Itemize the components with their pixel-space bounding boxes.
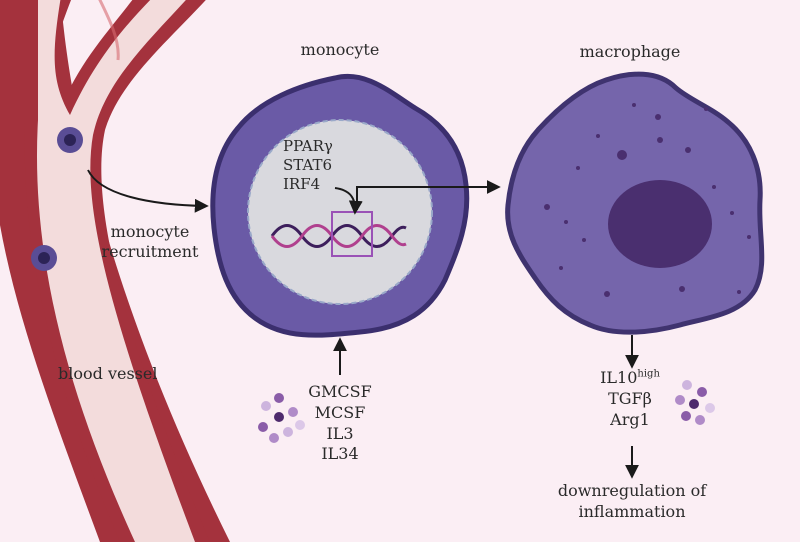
outcome-line-2: inflammation bbox=[578, 501, 686, 521]
blood-vessel-label: blood vessel bbox=[58, 364, 158, 383]
monocyte-cell bbox=[210, 73, 470, 338]
recruitment-label-line-1: monocyte bbox=[110, 222, 190, 241]
cytokine-mcsf: MCSF bbox=[314, 402, 366, 422]
outcome-line-1: downregulation of bbox=[557, 481, 707, 500]
monocyte-title: monocyte bbox=[300, 40, 380, 59]
tf-stat6: STAT6 bbox=[283, 155, 333, 174]
cytokine-il34: IL34 bbox=[321, 444, 359, 464]
output-factor-list: IL10high TGFβ Arg1 bbox=[600, 368, 660, 430]
differentiation-arrow bbox=[356, 180, 501, 210]
factor-il10: IL10high bbox=[600, 368, 660, 389]
tf-binding-arrow bbox=[334, 187, 363, 215]
output-cytokine-dots bbox=[675, 380, 715, 425]
tf-irf4: IRF4 bbox=[283, 174, 321, 193]
dna-helix bbox=[270, 224, 407, 248]
outcome-text: downregulation of inflammation bbox=[558, 481, 706, 523]
recruitment-arrow bbox=[87, 169, 209, 213]
transcription-factor-list: PPARγ STAT6 IRF4 bbox=[283, 137, 333, 193]
factor-arg1: Arg1 bbox=[610, 409, 650, 429]
input-cytokine-dots bbox=[258, 393, 305, 443]
factor-il10-superscript: high bbox=[637, 368, 660, 380]
macrophage-nucleus bbox=[608, 180, 712, 268]
macrophage-cell bbox=[505, 71, 765, 335]
macrophage-title: macrophage bbox=[579, 42, 681, 61]
circulating-monocyte-1 bbox=[57, 127, 83, 153]
tf-ppar-gamma: PPARγ bbox=[283, 137, 333, 155]
factor-tgfb: TGFβ bbox=[608, 388, 652, 408]
macrophage-granules bbox=[544, 103, 751, 297]
blood-vessel bbox=[0, 0, 230, 542]
recruitment-label: monocyte recruitment bbox=[102, 222, 199, 262]
input-cytokine-list: GMCSF MCSF IL3 IL34 bbox=[308, 382, 371, 465]
cytokine-il3: IL3 bbox=[326, 423, 354, 443]
circulating-monocyte-2 bbox=[31, 245, 57, 271]
cytokine-gmcsf: GMCSF bbox=[308, 382, 372, 401]
factor-il10-text: IL10 bbox=[600, 368, 638, 387]
recruitment-label-line-2: recruitment bbox=[101, 242, 199, 261]
